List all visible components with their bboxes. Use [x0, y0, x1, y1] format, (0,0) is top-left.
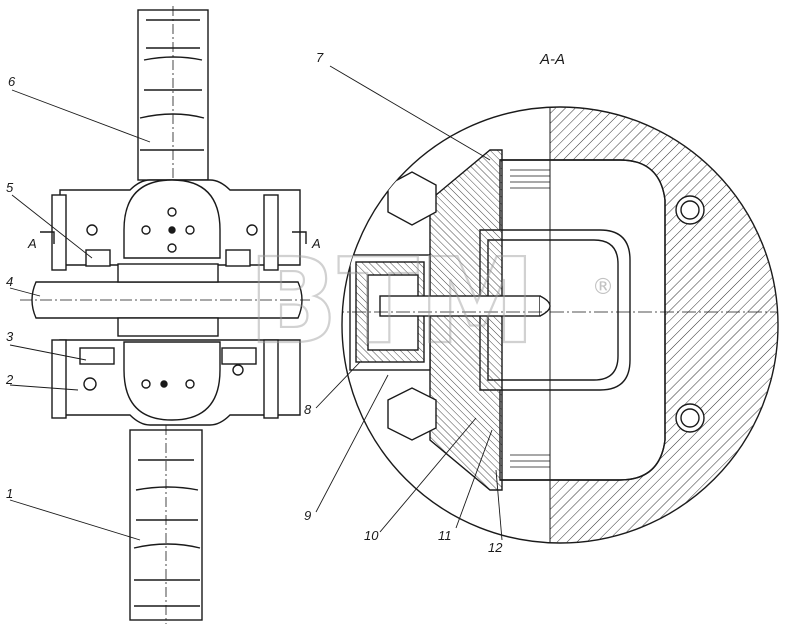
leader-lines: [9, 89, 151, 541]
callout-5: 5: [6, 180, 14, 195]
callout-6: 6: [8, 74, 16, 89]
callout-4: 4: [6, 274, 13, 289]
side-view: [9, 6, 310, 624]
section-title: A-A: [539, 51, 565, 68]
watermark-registered-mark: ®: [592, 275, 614, 300]
callout-9: 9: [304, 508, 311, 523]
section-mark-right: A: [311, 236, 321, 251]
track-upper: [137, 6, 209, 185]
track-lower: [129, 425, 203, 624]
housing-lower: [51, 339, 301, 426]
callout-10: 10: [364, 528, 379, 543]
callout-2: 2: [5, 372, 14, 387]
shaft: [20, 263, 310, 337]
housing-upper: [51, 179, 301, 271]
callout-11: 11: [438, 528, 452, 543]
callout-12: 12: [488, 540, 503, 555]
callout-3: 3: [6, 329, 14, 344]
section-view: [315, 65, 779, 544]
section-mark-left: A: [27, 236, 37, 251]
section-cut-marks: [40, 231, 307, 244]
callout-7: 7: [316, 50, 324, 65]
callout-8: 8: [304, 402, 312, 417]
watermark-logo: BTM: [248, 232, 536, 370]
callout-1: 1: [6, 486, 13, 501]
section-leader-lines: [315, 65, 503, 541]
